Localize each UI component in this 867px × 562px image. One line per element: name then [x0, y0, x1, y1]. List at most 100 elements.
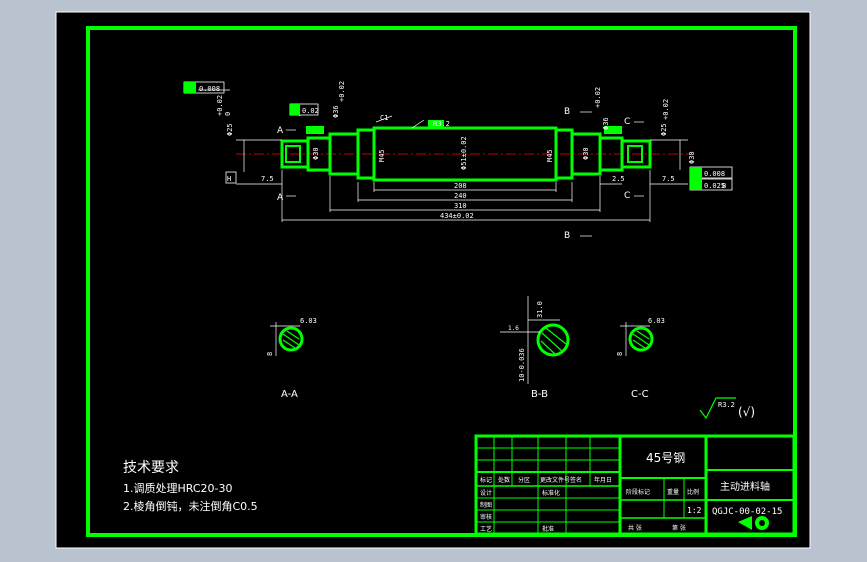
cut-b-top: B: [564, 107, 570, 117]
surface-finish-value: R3.2: [718, 401, 735, 409]
len-total: 434±0.02: [440, 212, 474, 220]
gtol-value-4: 0.025: [704, 182, 725, 190]
sheet-background: [55, 11, 811, 549]
dim-d45-left: M45: [378, 149, 386, 162]
dimension-lines: [198, 89, 688, 237]
len-240: 240: [454, 192, 467, 200]
datum-markers: [184, 82, 702, 190]
section-a-label: A-A: [281, 389, 298, 400]
dimension-texts: 0.008 0.02 0.008 0.025 H 7.5 7.5 2.5 208…: [199, 85, 725, 220]
cut-labels: A A B B C C B: [277, 107, 726, 241]
gtol-symbol-1: [184, 82, 196, 93]
datum-b-label: B: [722, 182, 726, 190]
dim-d30-right: Φ30: [582, 147, 590, 160]
len-208: 208: [454, 182, 467, 190]
len-310: 310: [454, 202, 467, 210]
roughness-block-mid: [428, 120, 444, 127]
dim-d51: Φ51±0.02: [460, 136, 468, 170]
tol-top-d36: +0.02: [338, 81, 346, 102]
dim-d25-right: Φ25: [660, 123, 668, 136]
tb-weight: 重量: [667, 488, 679, 496]
chamfer-label: C1: [380, 114, 388, 122]
roughness-1: R3.2: [433, 120, 450, 128]
surface-finish-note: R3.2 (√): [699, 397, 755, 420]
drawing-frame: [86, 26, 797, 537]
dim-d36-right: Φ36: [602, 117, 610, 130]
section-b-label: B-B: [531, 389, 548, 400]
vertical-dimension-texts: Φ25 +0.02 0 Φ30 Φ36 +0.02 M45 Φ51±0.02 M…: [216, 81, 696, 170]
cut-c-bottom: C: [624, 191, 630, 201]
len-75-left: 7.5: [261, 175, 274, 183]
section-b-tol: 10-0.036: [518, 348, 526, 382]
section-a-depth: 8: [266, 352, 274, 356]
cut-a-bottom: A: [277, 193, 284, 203]
gtol-value-1: 0.008: [199, 85, 220, 93]
tol-top-right-2: +0.02: [662, 99, 670, 120]
shaft-main-view: [280, 126, 652, 182]
dim-d30-right-end: Φ30: [688, 151, 696, 164]
section-c-dim: 6.03: [648, 317, 665, 325]
keyway-left: [285, 145, 301, 163]
section-view-a: 6.03 8 A-A: [266, 317, 317, 400]
tol-top-right: +0.02: [594, 87, 602, 108]
len-75-right: 7.5: [662, 175, 675, 183]
tb-date: 年月日: [594, 476, 612, 484]
tech-line-2: 2.棱角倒钝，未注倒角C0.5: [123, 499, 258, 513]
tb-part-name: 主动进料轴: [720, 480, 770, 493]
tb-stage: 阶段标记: [626, 488, 650, 496]
tb-material: 45号钢: [646, 451, 685, 465]
title-block: [474, 434, 796, 536]
len-25: 2.5: [612, 175, 625, 183]
roughness-block-right: [604, 126, 622, 134]
tb-std: 标准化: [542, 489, 560, 497]
tb-ratio: 比例: [687, 488, 699, 496]
tol-top-left: +0.02: [216, 95, 224, 116]
section-b-roughness: 1.6: [508, 325, 519, 332]
tb-drawing-no: QGJC-00-02-15: [712, 507, 782, 517]
tb-sheet: 第 张: [672, 524, 686, 532]
section-a-dim: 6.03: [300, 317, 317, 325]
cut-a-top: A: [277, 126, 284, 136]
cut-b-bottom: B: [564, 231, 570, 241]
dim-d45-right: M45: [546, 149, 554, 162]
tb-count: 处数: [498, 476, 510, 484]
tol-bottom-left: 0: [224, 112, 232, 116]
section-b-dim: 31.0: [536, 301, 544, 318]
dim-d36-left: Φ36: [332, 105, 340, 118]
tb-draw: 制图: [480, 501, 492, 509]
datum-box-a: [225, 171, 237, 184]
gtol-value-2: 0.02: [302, 107, 319, 115]
section-c-depth: 8: [616, 352, 624, 356]
tb-check: 审核: [480, 513, 492, 521]
gtol-symbol-2: [290, 104, 300, 115]
tb-doc: 更改文件号: [540, 476, 570, 484]
shaft-segment-right-end: [620, 139, 652, 169]
datum-a-label: H: [227, 175, 231, 183]
tb-scale: 1:2: [687, 506, 702, 515]
section-c-label: C-C: [631, 389, 649, 400]
roughness-block-left: [306, 126, 324, 134]
tech-title: 技术要求: [123, 460, 179, 476]
tb-zone: 分区: [518, 476, 530, 484]
tb-approve: 批准: [542, 525, 554, 533]
cut-c-top: C: [624, 117, 630, 127]
tb-design: 设计: [480, 489, 492, 497]
tech-line-1: 1.调质处理HRC20-30: [123, 482, 233, 495]
projection-symbol-icon: [738, 516, 769, 530]
tb-total: 共 张: [628, 524, 642, 532]
keyway-right: [627, 145, 643, 163]
tb-mark: 标记: [480, 476, 492, 484]
section-view-b: 31.0 10-0.036 1.6 B-B: [500, 296, 570, 400]
tb-sign: 签名: [570, 476, 582, 484]
tb-process: 工艺: [480, 525, 492, 533]
gtol-value-3: 0.008: [704, 170, 725, 178]
dim-d25-left: Φ25: [226, 123, 234, 136]
dim-d30-left: Φ30: [312, 147, 320, 160]
section-view-c: 6.03 8 C-C: [616, 317, 665, 400]
title-block-text: 标记 处数 分区 更改文件号 签名 年月日 设计 标准化 制图 审核 工艺 批准…: [480, 476, 702, 533]
tech-requirements: 技术要求 1.调质处理HRC20-30 2.棱角倒钝，未注倒角C0.5: [123, 460, 258, 513]
title-block-main-text: 45号钢 主动进料轴 QGJC-00-02-15: [646, 451, 782, 517]
gtol-symbol-3: [690, 167, 702, 190]
